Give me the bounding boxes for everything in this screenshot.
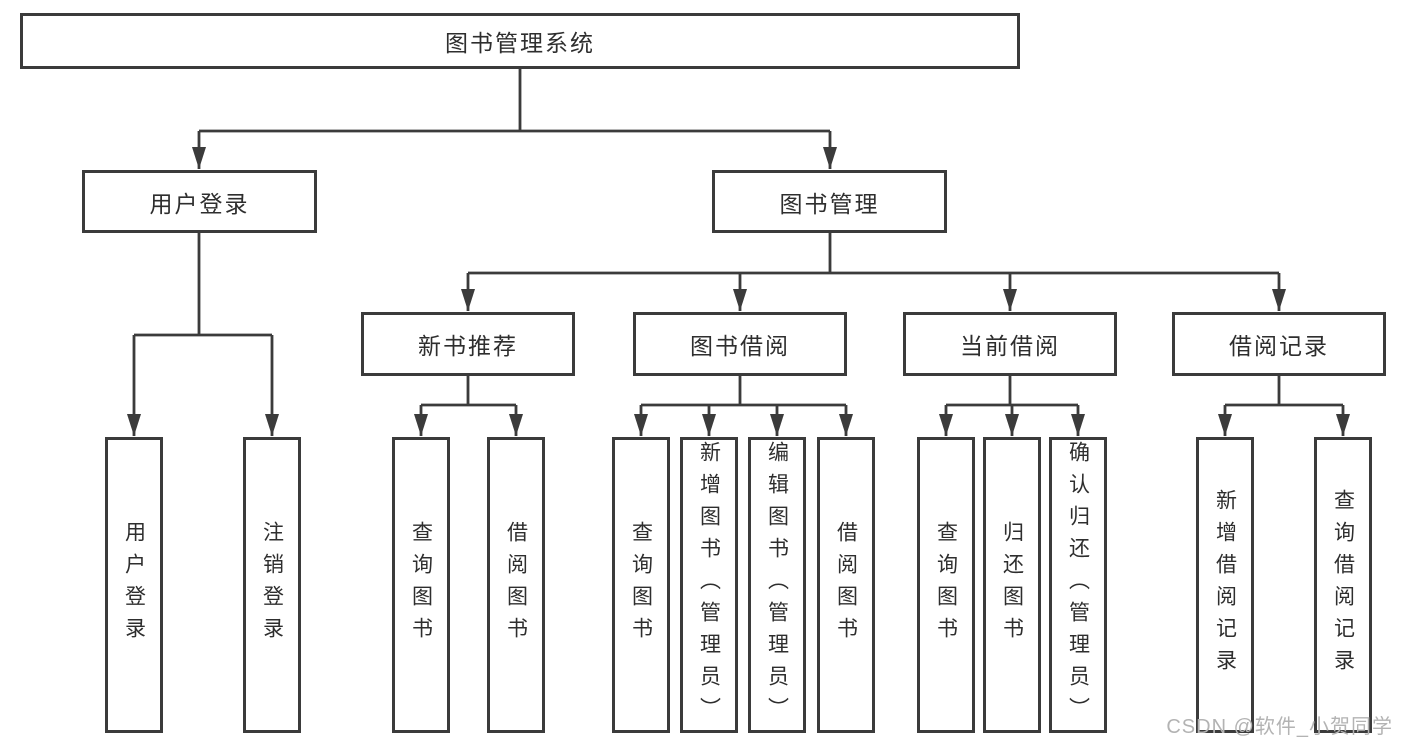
node-book-management-branch: 图书管理: [712, 170, 947, 233]
leaf-edit-books-admin: 编辑图书（管理员）: [748, 437, 806, 733]
leaf-label: 借阅图书: [834, 521, 858, 649]
leaf-label: 确认归还（管理员）: [1066, 441, 1090, 729]
node-user-login-branch: 用户登录: [82, 170, 317, 233]
node-borrowing-records: 借阅记录: [1172, 312, 1386, 376]
leaf-label: 查询图书: [409, 521, 433, 649]
leaf-confirm-return-admin: 确认归还（管理员）: [1049, 437, 1107, 733]
watermark: CSDN @软件_小贺同学: [1166, 716, 1393, 738]
leaf-add-books-admin: 新增图书（管理员）: [680, 437, 738, 733]
leaf-logout: 注销登录: [243, 437, 301, 733]
leaf-return-books: 归还图书: [983, 437, 1041, 733]
leaf-add-borrow-record: 新增借阅记录: [1196, 437, 1254, 733]
leaf-borrow-books-borrowing: 借阅图书: [817, 437, 875, 733]
leaf-label: 用户登录: [122, 521, 146, 649]
node-current-borrowing: 当前借阅: [903, 312, 1117, 376]
leaf-label: 新增借阅记录: [1213, 489, 1237, 681]
leaf-label: 编辑图书（管理员）: [765, 441, 789, 729]
leaf-query-books-current: 查询图书: [917, 437, 975, 733]
node-book-borrowing: 图书借阅: [633, 312, 847, 376]
node-new-book-recommend: 新书推荐: [361, 312, 575, 376]
leaf-label: 注销登录: [260, 521, 284, 649]
leaf-query-borrow-record: 查询借阅记录: [1314, 437, 1372, 733]
leaf-query-books-recommend: 查询图书: [392, 437, 450, 733]
leaf-label: 归还图书: [1000, 521, 1024, 649]
leaf-user-login: 用户登录: [105, 437, 163, 733]
node-library-management-system: 图书管理系统: [20, 13, 1020, 69]
leaf-label: 查询图书: [629, 521, 653, 649]
leaf-label: 新增图书（管理员）: [697, 441, 721, 729]
leaf-query-books-borrowing: 查询图书: [612, 437, 670, 733]
leaf-borrow-books-recommend: 借阅图书: [487, 437, 545, 733]
leaf-label: 查询借阅记录: [1331, 489, 1355, 681]
leaf-label: 查询图书: [934, 521, 958, 649]
leaf-label: 借阅图书: [504, 521, 528, 649]
